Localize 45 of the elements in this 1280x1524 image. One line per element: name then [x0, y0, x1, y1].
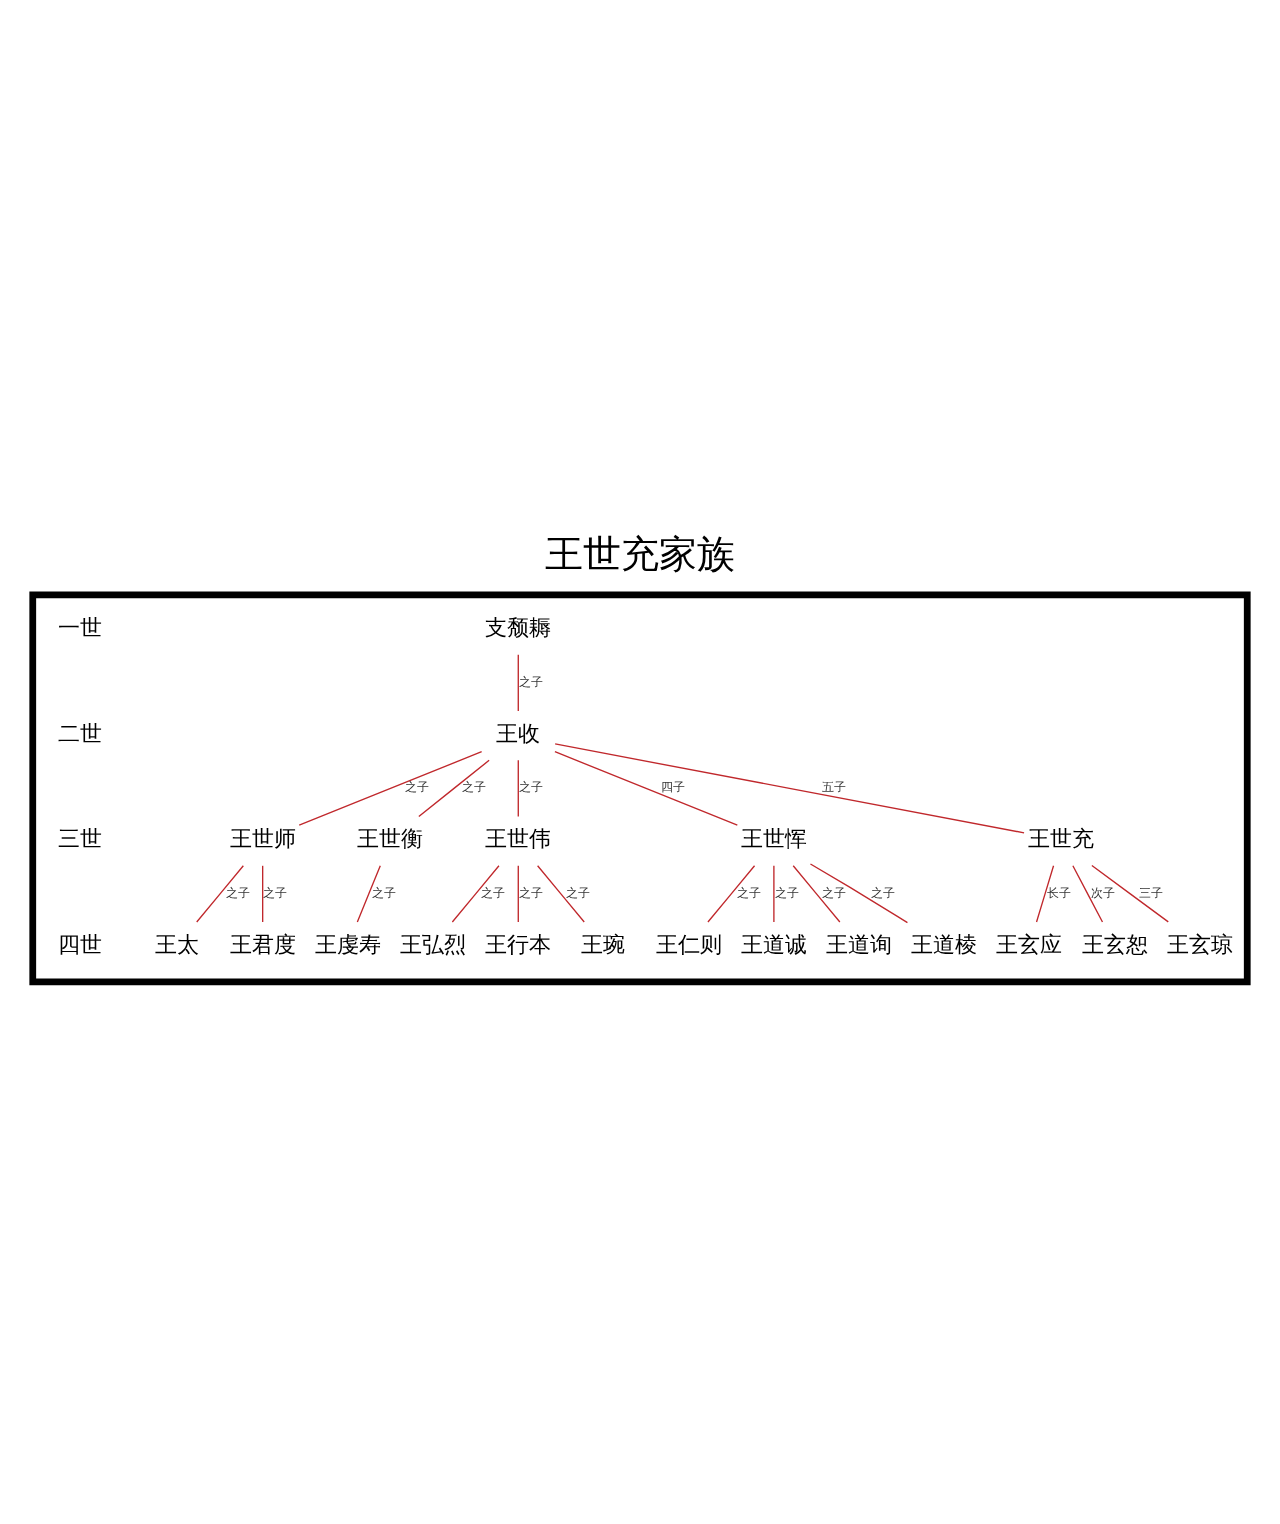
node-text: 王道询 — [826, 931, 893, 958]
node-text: 王世衡 — [356, 826, 423, 853]
node-text: 王世师 — [229, 826, 296, 853]
connector — [707, 865, 756, 923]
label: 二世 — [58, 720, 103, 747]
connector — [773, 865, 775, 923]
node-text: 支颓耨 — [485, 615, 552, 642]
node-text: 王玄琼 — [1166, 931, 1233, 958]
node-text: 王道诚 — [740, 931, 807, 958]
cluster — [29, 591, 1251, 986]
node-text: 王太 — [155, 931, 200, 958]
connector — [809, 863, 909, 924]
connector — [1072, 865, 1104, 923]
connector — [1035, 865, 1055, 923]
node-text: 王行本 — [485, 931, 552, 958]
connector — [536, 865, 585, 923]
node-text: 王琬 — [581, 931, 626, 958]
connector — [298, 751, 483, 826]
connector — [517, 865, 519, 923]
diagram-title: 王世充家族 — [545, 533, 735, 578]
node-text: 王仁则 — [655, 931, 722, 958]
node-text: 王玄应 — [996, 931, 1063, 958]
connector — [517, 759, 519, 818]
connector — [517, 654, 519, 712]
connector — [554, 751, 738, 826]
connector — [196, 865, 244, 923]
label: 一世 — [58, 615, 103, 642]
node-text: 王道棱 — [911, 931, 978, 958]
node-text: 王世充 — [1027, 826, 1094, 853]
label: 三世 — [58, 826, 103, 853]
connector — [262, 865, 264, 923]
node-text: 王君度 — [229, 931, 296, 958]
node-text: 王世伟 — [485, 826, 552, 853]
node-text: 王世恽 — [740, 826, 807, 853]
connector — [356, 865, 381, 923]
connector — [451, 865, 500, 923]
node-text: 王玄恕 — [1081, 931, 1148, 958]
label: 四世 — [58, 931, 103, 958]
connector — [418, 759, 490, 818]
node-text: 王虔寿 — [314, 931, 381, 958]
connector — [554, 743, 1025, 834]
node-text: 王弘烈 — [400, 931, 467, 958]
node-text: 王收 — [496, 720, 541, 747]
connector — [1091, 864, 1169, 923]
connector — [792, 865, 841, 923]
